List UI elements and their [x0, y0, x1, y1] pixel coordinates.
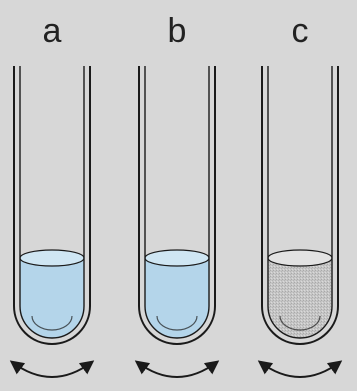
- swirl-arrow-icon: [134, 360, 220, 378]
- liquid-body: [20, 258, 84, 338]
- swirl-arrow-icon: [9, 360, 95, 378]
- tube-outer-wall: [138, 66, 216, 345]
- glass-reflection: [279, 315, 321, 331]
- swirl-arrow-icon: [257, 360, 343, 378]
- tube-inner-wall: [19, 66, 85, 339]
- test-tube-a: a: [9, 12, 95, 378]
- tube-outer-wall: [261, 66, 339, 345]
- tube-label-b: b: [168, 12, 187, 50]
- tube-label-c: c: [292, 12, 309, 50]
- test-tube-c: c: [257, 12, 343, 378]
- tube-inner-wall: [144, 66, 210, 339]
- liquid-body: [145, 258, 209, 338]
- tube-label-a: a: [43, 12, 62, 50]
- liquid-surface: [267, 249, 333, 267]
- glass-reflection: [156, 315, 198, 331]
- glass-reflection: [31, 315, 73, 331]
- liquid-body: [268, 258, 332, 338]
- tube-inner-wall: [267, 66, 333, 339]
- liquid-surface: [19, 249, 85, 267]
- liquid-surface: [144, 249, 210, 267]
- test-tube-b: b: [134, 12, 220, 378]
- tube-outer-wall: [13, 66, 91, 345]
